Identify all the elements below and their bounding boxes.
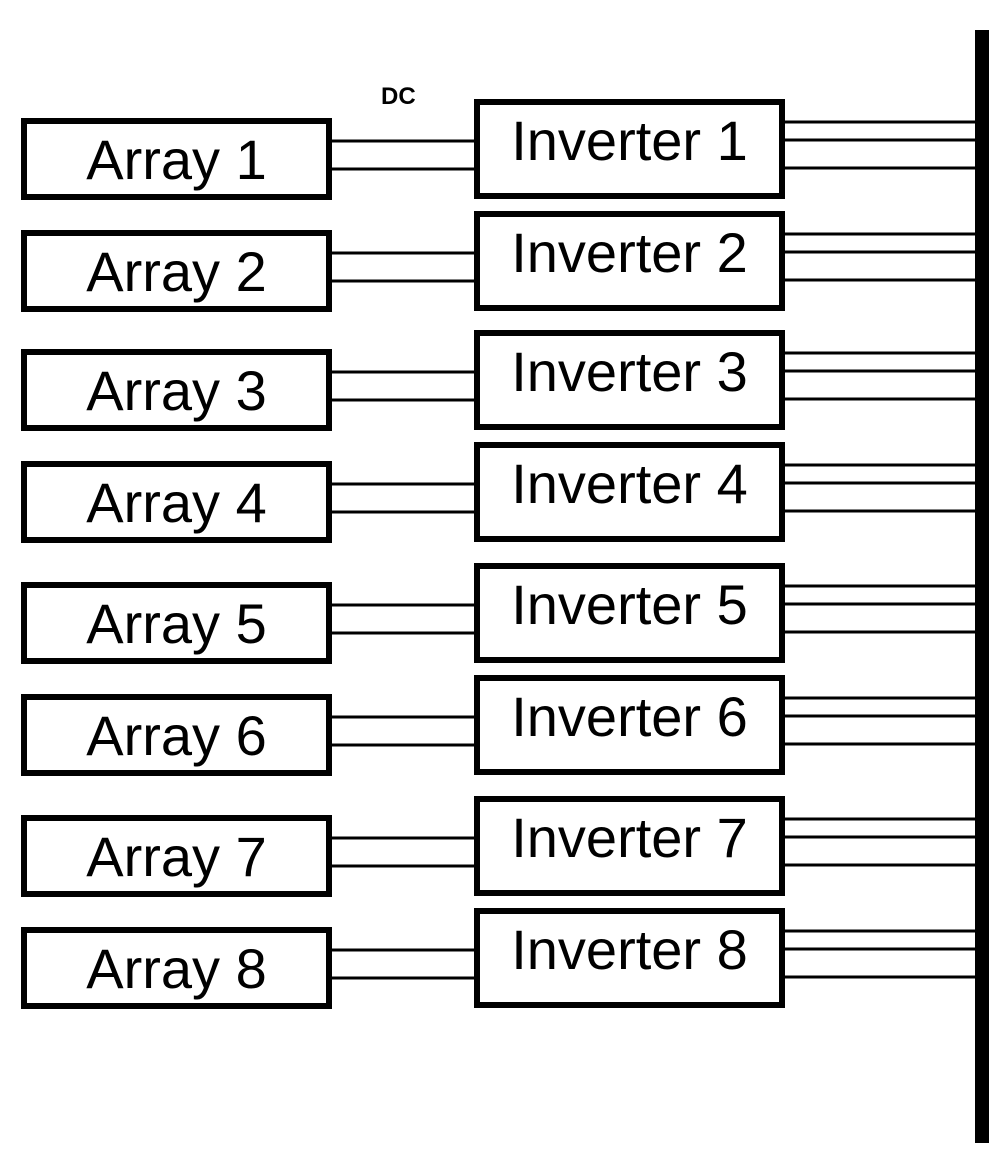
inverter-label: Inverter 3 [511,340,748,403]
array-box [21,582,332,664]
inverter-box [474,442,785,542]
inverter-box [474,563,785,663]
inverter-label: Inverter 7 [511,806,748,869]
dc-label: DC [381,83,416,110]
diagram-row: Array 7 Inverter 7 [21,796,975,897]
inverter-box [474,211,785,311]
array-box [21,815,332,897]
diagram-row: Array 6 Inverter 6 [21,675,975,776]
inverter-box [474,330,785,430]
diagram-row: Array 4 Inverter 4 [21,442,975,543]
inverter-label: Inverter 8 [511,918,748,981]
array-box [21,118,332,200]
array-box [21,927,332,1009]
diagram-row: Array 2 Inverter 2 [21,211,975,312]
diagram-row: Array 8 Inverter 8 [21,908,975,1009]
inverter-box [474,908,785,1008]
array-box [21,694,332,776]
array-label: Array 7 [86,825,267,888]
inverter-label: Inverter 1 [511,109,748,172]
inverter-label: Inverter 5 [511,573,748,636]
inverter-label: Inverter 2 [511,221,748,284]
inverter-label: Inverter 4 [511,452,748,515]
array-label: Array 3 [86,359,267,422]
inverter-label: Inverter 6 [511,685,748,748]
ac-busbar [975,30,989,1143]
array-label: Array 2 [86,240,267,303]
diagram-row: Array 5 Inverter 5 [21,563,975,664]
inverter-box [474,675,785,775]
diagram-row: Array 3 Inverter 3 [21,330,975,431]
array-box [21,230,332,312]
array-label: Array 5 [86,592,267,655]
diagram-row: Array 1 Inverter 1 [21,99,975,200]
array-label: Array 6 [86,704,267,767]
array-label: Array 8 [86,937,267,1000]
array-box [21,349,332,431]
array-label: Array 1 [86,128,267,191]
array-box [21,461,332,543]
array-label: Array 4 [86,471,267,534]
inverter-box [474,99,785,199]
inverter-box [474,796,785,896]
